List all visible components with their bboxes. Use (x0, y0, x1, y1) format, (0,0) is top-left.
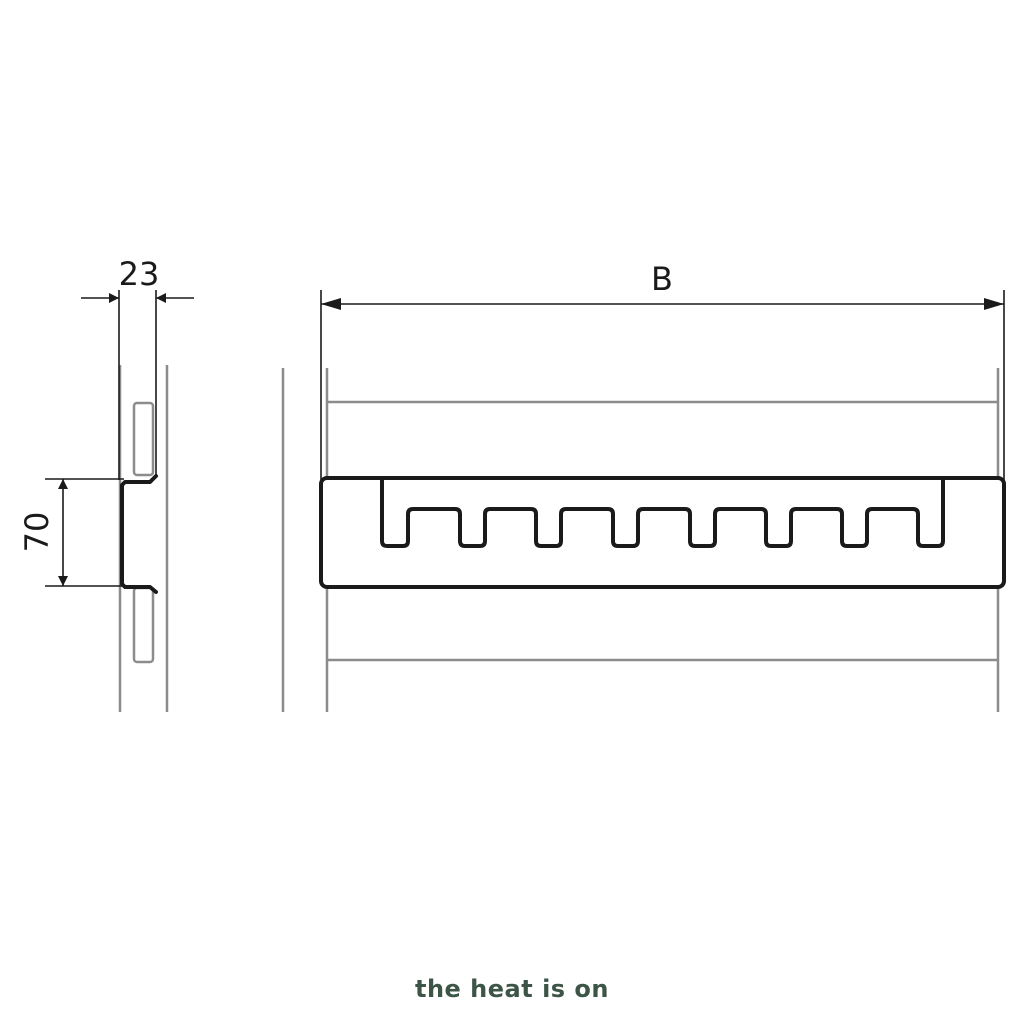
side-view (118, 365, 169, 712)
width-dimension: B (320, 260, 1005, 480)
depth-dimension: 23 (81, 255, 194, 480)
depth-dimension-label: 23 (119, 255, 160, 293)
height-dimension-label: 70 (18, 512, 56, 553)
front-view (281, 368, 1006, 712)
brand-logo-text: the heat is on (414, 975, 610, 1003)
bracket-plate (319, 476, 1006, 589)
side-slot-lower (132, 586, 155, 664)
side-slot-upper (132, 401, 155, 477)
side-bracket-profile (120, 474, 158, 594)
height-dimension: 70 (18, 478, 124, 587)
bracket-slots-profile (380, 478, 945, 548)
width-dimension-label: B (651, 260, 673, 298)
